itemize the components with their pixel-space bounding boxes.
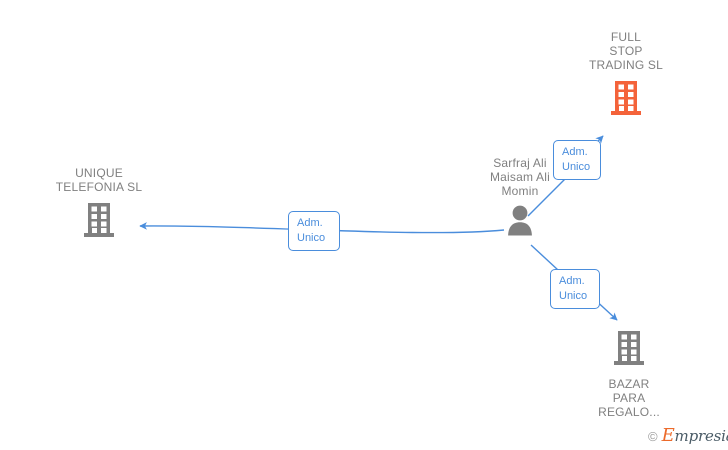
person-icon — [505, 204, 535, 241]
node-unique-telefonia[interactable]: UNIQUE TELEFONIA SL — [29, 166, 169, 243]
building-icon — [83, 202, 115, 243]
edge-person-to-bazar — [530, 244, 559, 271]
empresia-logo-initial: E — [661, 425, 675, 446]
node-bazar-para-regalo[interactable]: BAZAR PARA REGALO... — [559, 330, 699, 419]
building-icon — [610, 80, 642, 121]
edge-label-person-to-unique-telefonia[interactable]: Adm. Unico — [288, 211, 340, 251]
node-label-bazar-para-regalo: BAZAR PARA REGALO... — [598, 377, 660, 419]
empresia-logo-rest: mpresia — [674, 427, 728, 445]
node-person[interactable]: Sarfraj Ali Maisam Ali Momin — [450, 156, 590, 241]
edge-label-person-to-full-stop-trading[interactable]: Adm. Unico — [553, 140, 601, 180]
node-label-person: Sarfraj Ali Maisam Ali Momin — [489, 156, 550, 198]
node-label-unique-telefonia: UNIQUE TELEFONIA SL — [55, 166, 143, 194]
node-full-stop-trading[interactable]: FULL STOP TRADING SL — [556, 30, 696, 121]
empresia-logo-text: Empresia — [661, 425, 728, 446]
building-icon — [613, 330, 645, 371]
copyright-icon: © — [648, 429, 658, 444]
node-label-full-stop-trading: FULL STOP TRADING SL — [588, 30, 663, 72]
empresia-watermark: © Empresia — [648, 425, 728, 446]
edge-label-person-to-bazar[interactable]: Adm. Unico — [550, 269, 600, 309]
